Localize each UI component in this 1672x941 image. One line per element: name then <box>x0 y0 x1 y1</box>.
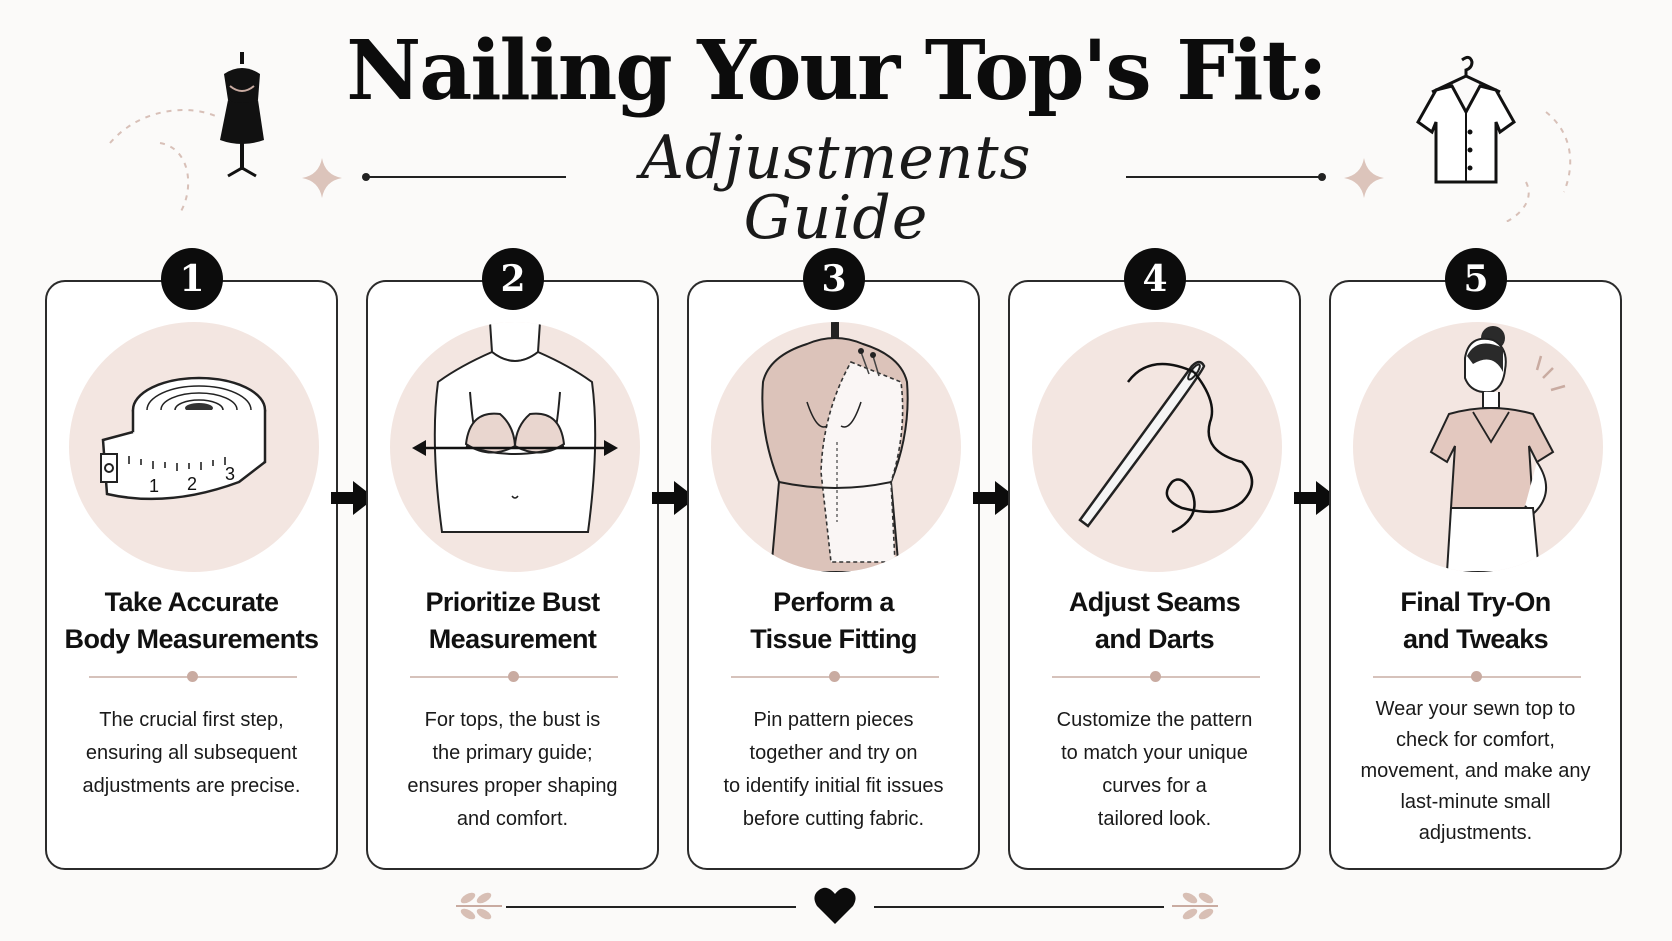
step-description: Wear your sewn top to check for comfort,… <box>1331 694 1620 849</box>
step-description-line: check for comfort, <box>1396 729 1555 751</box>
footer-divider-right <box>874 906 1164 908</box>
step-description-line: curves for a <box>1102 775 1207 797</box>
tape-number-3: 3 <box>225 464 235 484</box>
arrow-right-icon <box>1292 478 1340 523</box>
step-description-line: together and try on <box>749 742 918 764</box>
step-title-line: Prioritize Bust <box>425 587 600 617</box>
step-title: Final Try-On and Tweaks <box>1331 584 1620 658</box>
step-title-line: and Tweaks <box>1402 624 1549 654</box>
dress-form-pattern-icon <box>711 322 961 572</box>
step-title: Take Accurate Body Measurements <box>47 584 336 658</box>
step-number-3: 3 <box>803 248 865 310</box>
divider-dot <box>829 671 840 682</box>
arrow-right-icon <box>329 478 377 523</box>
step-card-3: Perform a Tissue Fitting Pin pattern pie… <box>687 280 980 870</box>
step-number-4: 4 <box>1124 248 1186 310</box>
divider-dot <box>1471 671 1482 682</box>
page-subtitle: Adjustments Guide <box>640 123 1032 253</box>
step-description: Pin pattern pieces together and try on t… <box>689 704 978 836</box>
step-title: Perform a Tissue Fitting <box>689 584 978 658</box>
step-description-line: Customize the pattern <box>1056 709 1253 731</box>
measuring-tape-icon: 1 2 3 <box>69 322 319 572</box>
arrow-right-icon <box>971 478 1019 523</box>
step-card-2: Prioritize Bust Measurement For tops, th… <box>366 280 659 870</box>
leaf-sprig-icon <box>1168 886 1222 931</box>
page-title: Nailing Your Top's Fit: <box>346 23 1327 119</box>
step-number-1: 1 <box>161 248 223 310</box>
step-description-line: the primary guide; <box>432 742 593 764</box>
step-description-line: last-minute small <box>1400 791 1551 813</box>
divider-dot <box>1150 671 1161 682</box>
step-description-line: Wear your sewn top to <box>1375 698 1576 720</box>
step-description-line: tailored look. <box>1097 808 1212 830</box>
step-description-line: adjustments. <box>1418 822 1533 844</box>
step-title-line: Final Try-On <box>1400 587 1551 617</box>
step-description: For tops, the bust is the primary guide;… <box>368 704 657 836</box>
arrow-right-icon <box>650 478 698 523</box>
step-title-line: Measurement <box>428 624 597 654</box>
step-number-2: 2 <box>482 248 544 310</box>
needle-thread-icon <box>1032 322 1282 572</box>
leaf-sprig-icon <box>452 886 506 931</box>
step-title: Prioritize Bust Measurement <box>368 584 657 658</box>
tape-number-2: 2 <box>187 474 197 494</box>
step-title: Adjust Seams and Darts <box>1010 584 1299 658</box>
divider-dot <box>508 671 519 682</box>
title-divider-right <box>1126 176 1322 178</box>
sparkle-icon <box>1342 156 1386 205</box>
bust-measurement-icon <box>390 322 640 572</box>
footer-divider-left <box>506 906 796 908</box>
step-title-line: Body Measurements <box>64 624 319 654</box>
step-title-line: Adjust Seams <box>1068 587 1241 617</box>
step-description-line: to match your unique <box>1061 742 1248 764</box>
step-description-line: For tops, the bust is <box>424 709 601 731</box>
title-divider-left <box>366 176 566 178</box>
step-description-line: The crucial first step, <box>99 709 284 731</box>
step-title-line: Take Accurate <box>104 587 279 617</box>
tape-number-1: 1 <box>149 476 159 496</box>
step-description: The crucial first step, ensuring all sub… <box>47 704 336 803</box>
step-description-line: ensures proper shaping <box>407 775 618 797</box>
step-description-line: Pin pattern pieces <box>753 709 914 731</box>
step-description-line: and comfort. <box>456 808 569 830</box>
step-number-5: 5 <box>1445 248 1507 310</box>
step-title-line: and Darts <box>1094 624 1215 654</box>
step-description-line: movement, and make any <box>1360 760 1591 782</box>
divider-dot <box>1318 173 1326 181</box>
step-title-line: Tissue Fitting <box>750 624 917 654</box>
sparkle-icon <box>300 156 344 205</box>
step-description-line: adjustments are precise. <box>82 775 301 797</box>
step-description-line: before cutting fabric. <box>742 808 925 830</box>
step-card-4: Adjust Seams and Darts Customize the pat… <box>1008 280 1301 870</box>
woman-try-on-icon <box>1353 322 1603 572</box>
dress-form-icon <box>100 48 310 223</box>
divider-dot <box>187 671 198 682</box>
step-card-5: Final Try-On and Tweaks Wear your sewn t… <box>1329 280 1622 870</box>
step-description-line: to identify initial fit issues <box>723 775 944 797</box>
heart-icon <box>813 886 857 931</box>
step-title-line: Perform a <box>773 587 894 617</box>
step-description: Customize the pattern to match your uniq… <box>1010 704 1299 836</box>
step-description-line: ensuring all subsequent <box>85 742 298 764</box>
step-card-1: 1 2 3 Take Accurate Body Measurements Th… <box>45 280 338 870</box>
blouse-on-hanger-icon <box>1396 52 1596 227</box>
